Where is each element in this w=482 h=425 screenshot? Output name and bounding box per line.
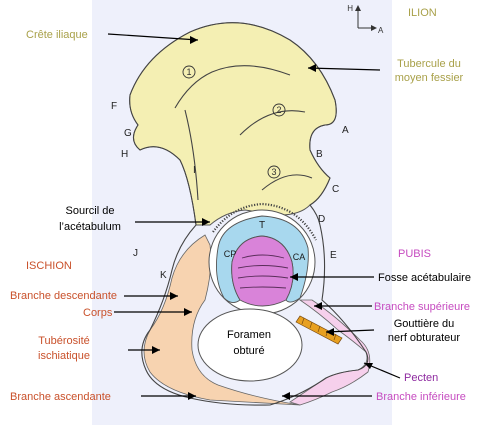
ilium-edge-line xyxy=(184,109,199,201)
acetabular-fossa xyxy=(231,235,294,307)
svg-text:1: 1 xyxy=(186,67,191,77)
label-gouttiere-1: Gouttière du xyxy=(394,318,455,330)
label-tubercule-1: Tubercule du xyxy=(397,58,461,70)
letter-a: A xyxy=(342,125,349,136)
letter-k: K xyxy=(160,270,167,281)
circled-number-1: 1 xyxy=(182,65,196,79)
label-sourcil-1: Sourcil de xyxy=(66,205,115,217)
region-ilion: ILION xyxy=(408,7,437,19)
label-tubercule-2: moyen fessier xyxy=(395,72,464,84)
fossa-striations xyxy=(237,254,289,289)
label-corps: Corps xyxy=(83,307,113,319)
region-pubis: PUBIS xyxy=(398,248,431,260)
letter-i: I xyxy=(193,165,196,176)
bone-outline xyxy=(129,22,369,406)
letter-j: J xyxy=(133,248,138,259)
label-branche-descendante: Branche descendante xyxy=(10,290,117,302)
svg-text:2: 2 xyxy=(276,105,281,115)
obturator-groove-hatching xyxy=(301,317,337,341)
circled-number-3: 3 xyxy=(267,165,281,179)
gluteal-line-3 xyxy=(261,174,313,191)
foramen-label-line1: Foramen xyxy=(227,329,271,341)
label-branche-inferieure: Branche inférieure xyxy=(376,391,466,403)
label-tuberosite-1: Tubérosité xyxy=(38,335,90,347)
label-crete-iliaque: Crête iliaque xyxy=(26,29,88,41)
label-tuberosite-2: ischiatique xyxy=(38,350,90,362)
letter-c: C xyxy=(332,184,339,195)
svg-text:3: 3 xyxy=(271,167,276,177)
letter-d: D xyxy=(318,214,325,225)
orientation-indicator: H A xyxy=(347,4,384,35)
foramen-label-line2: obturé xyxy=(233,345,264,357)
gluteal-line-2 xyxy=(239,110,306,136)
letter-b: B xyxy=(316,149,323,160)
label-pecten: Pecten xyxy=(404,372,438,384)
mark-ca: CA xyxy=(293,252,306,262)
pubis-region xyxy=(289,299,371,406)
label-gouttiere-2: nerf obturateur xyxy=(388,332,460,344)
letter-g: G xyxy=(124,128,132,139)
letter-e: E xyxy=(330,250,337,261)
region-ischion: ISCHION xyxy=(26,260,72,272)
obturator-foramen xyxy=(197,308,303,382)
mark-cp: CP xyxy=(224,249,237,259)
acetabular-supercilium xyxy=(212,202,317,241)
svg-text:H: H xyxy=(347,4,353,13)
label-branche-superieure: Branche supérieure xyxy=(374,301,470,313)
pointer-arrows xyxy=(107,33,401,400)
label-sourcil-2: l’acétabulum xyxy=(59,221,121,233)
letter-f: F xyxy=(111,101,117,112)
circled-number-2: 2 xyxy=(272,103,286,117)
gluteal-line-1 xyxy=(174,65,291,109)
mark-t: T xyxy=(259,220,265,231)
label-branche-ascendante: Branche ascendante xyxy=(10,391,111,403)
letter-h: H xyxy=(121,149,128,160)
svg-text:A: A xyxy=(378,26,384,35)
label-fosse-acetabulaire: Fosse acétabulaire xyxy=(378,272,471,284)
